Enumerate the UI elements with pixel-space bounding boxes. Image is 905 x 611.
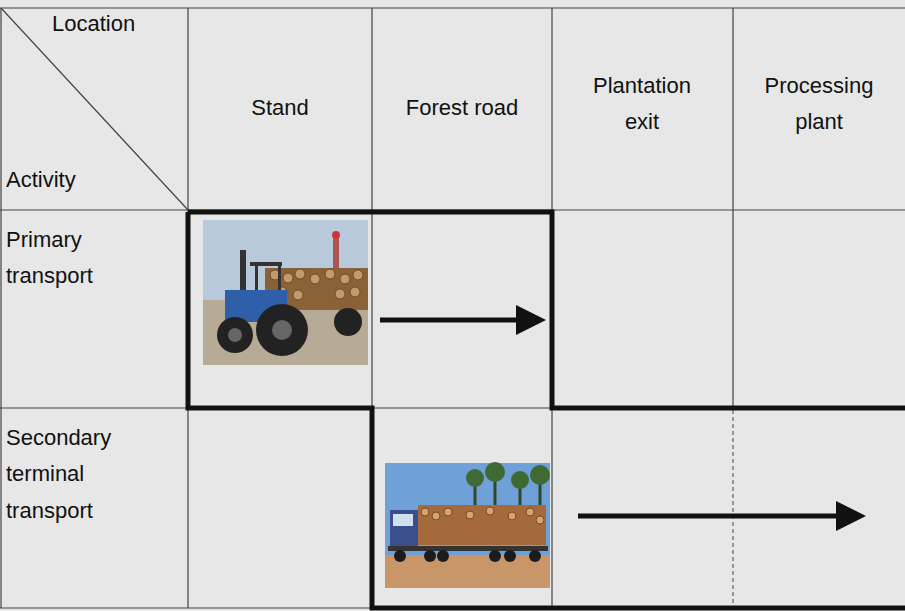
flow-arrow [578, 501, 866, 531]
grid-lines [0, 8, 905, 608]
column-header: Plantation exit [577, 68, 707, 141]
row-header: Secondary terminal transport [6, 420, 166, 529]
column-header: Processing plant [754, 68, 884, 141]
column-header: Stand [188, 90, 372, 126]
row-header: Primary transport [6, 222, 166, 295]
dashed-boundary [733, 410, 734, 606]
secondary-outline [188, 212, 905, 608]
header-label: Location [52, 6, 182, 42]
header-label: Activity [6, 162, 126, 198]
tractor-photo [203, 220, 368, 365]
flow-arrow [380, 305, 546, 335]
primary-outline [188, 212, 905, 408]
column-header: Forest road [372, 90, 552, 126]
truck-photo [385, 462, 550, 588]
